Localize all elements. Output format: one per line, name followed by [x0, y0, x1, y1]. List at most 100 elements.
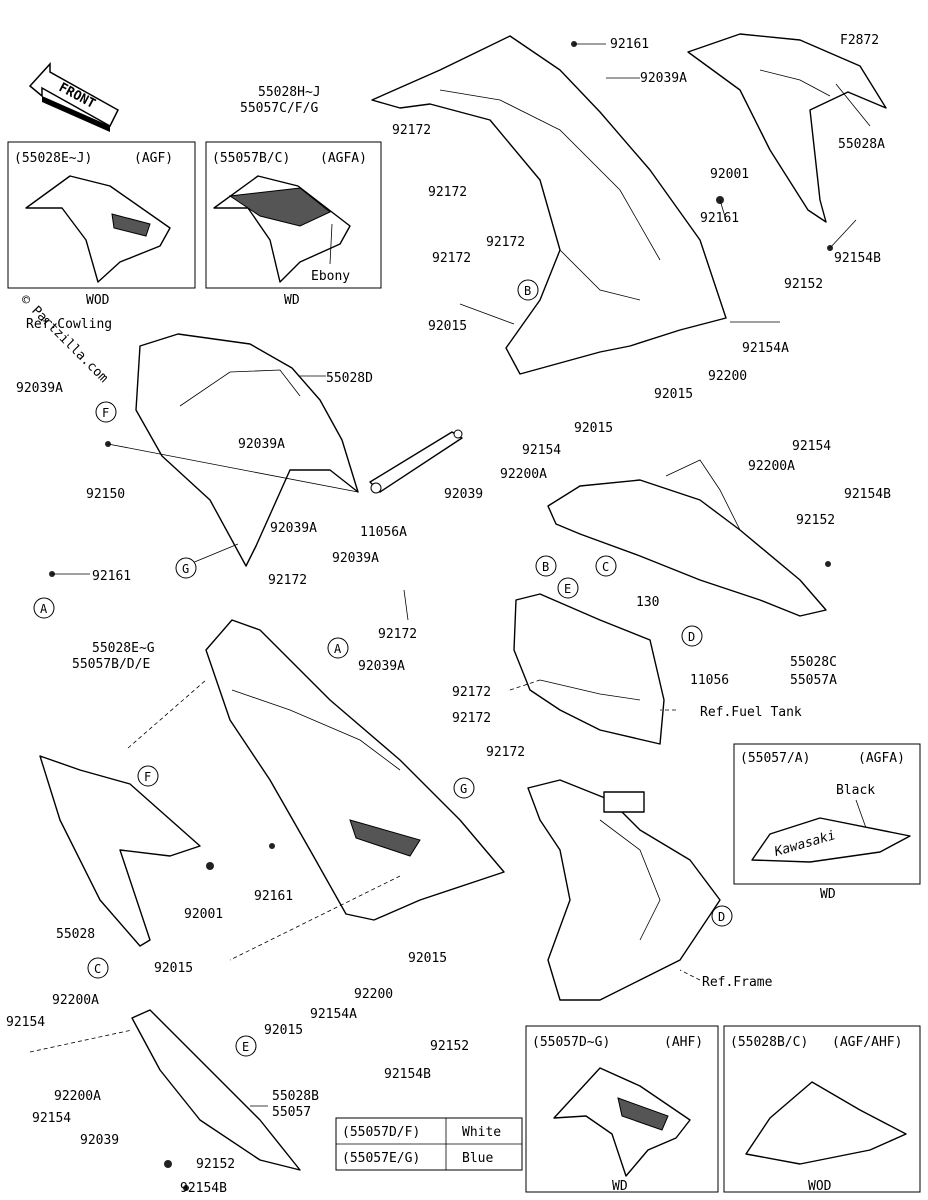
label-92172: 92172 — [392, 123, 431, 138]
inset-ahf-caption: WD — [612, 1179, 628, 1194]
label-92015: 92015 — [408, 951, 447, 966]
bracket-11056A — [369, 429, 463, 494]
callout-F2: F — [137, 765, 159, 787]
label-92172: 92172 — [268, 573, 307, 588]
label-92172: 92172 — [486, 745, 525, 760]
ref-fuel-tank: Ref.Fuel Tank — [700, 705, 802, 720]
callout-G1: G — [175, 557, 197, 579]
bolt-icon — [183, 1185, 189, 1191]
label-92015: 92015 — [574, 421, 613, 436]
label-92200A: 92200A — [748, 459, 795, 474]
label-92172: 92172 — [486, 235, 525, 250]
callout-C1: C — [595, 555, 617, 577]
svg-text:E: E — [242, 1040, 249, 1054]
label-92200: 92200 — [354, 987, 393, 1002]
lower-cowl-55028B — [131, 1009, 301, 1171]
label-55028EG: 55028E~G — [92, 641, 155, 656]
callout-E1: E — [557, 577, 579, 599]
svg-text:D: D — [718, 910, 725, 924]
label-92039A: 92039A — [16, 381, 63, 396]
inner-panel-55028D — [135, 333, 359, 567]
label-92200A: 92200A — [500, 467, 547, 482]
label-92154A: 92154A — [310, 1007, 357, 1022]
bolt-icon — [269, 843, 275, 849]
middle-fairing — [205, 619, 505, 921]
side-panel-55028 — [39, 755, 201, 947]
svg-text:F: F — [102, 406, 109, 420]
ref-cowling: Ref.Cowling — [26, 317, 112, 332]
inset-agfa2-code: (AGFA) — [858, 751, 905, 766]
svg-text:A: A — [334, 642, 342, 656]
label-92154B: 92154B — [384, 1067, 431, 1082]
inset-agfa-black: (55057/A) (AGFA) Black Kawasaki WD — [733, 743, 921, 902]
inset-agfa2-parts: (55057/A) — [740, 751, 810, 766]
label-55028C: 55028C — [790, 655, 837, 670]
label-92154: 92154 — [792, 439, 831, 454]
svg-text:B: B — [542, 560, 549, 574]
label-92154: 92154 — [522, 443, 561, 458]
label-92161: 92161 — [92, 569, 131, 584]
label-92172: 92172 — [452, 685, 491, 700]
label-92150: 92150 — [86, 487, 125, 502]
label-92039A: 92039A — [270, 521, 317, 536]
label-92039A: 92039A — [332, 551, 379, 566]
inset-ahf-code: (AHF) — [664, 1035, 703, 1050]
color-row-2-parts: (55057E/G) — [342, 1151, 420, 1166]
panel-55028A — [687, 33, 887, 223]
label-92154B: 92154B — [834, 251, 881, 266]
svg-text:C: C — [94, 962, 101, 976]
callout-C2: C — [87, 957, 109, 979]
label-92200A: 92200A — [52, 993, 99, 1008]
label-55028B: 55028B — [272, 1089, 319, 1104]
bolt-icon — [164, 1160, 172, 1168]
label-92172: 92172 — [452, 711, 491, 726]
inset-agf: (55028E~J) (AGF) WOD — [7, 141, 196, 308]
inset-agfahf-code: (AGF/AHF) — [832, 1035, 902, 1050]
label-92154: 92154 — [32, 1111, 71, 1126]
label-92200A: 92200A — [54, 1089, 101, 1104]
svg-text:G: G — [182, 562, 189, 576]
callout-F1: F — [95, 401, 117, 423]
ref-frame: Ref.Frame — [702, 975, 773, 990]
inset-agf-ahf: (55028B/C) (AGF/AHF) WOD — [723, 1025, 921, 1194]
label-92172: 92172 — [432, 251, 471, 266]
label-92200: 92200 — [708, 369, 747, 384]
color-row-2-color: Blue — [462, 1151, 493, 1166]
svg-text:B: B — [524, 284, 531, 298]
label-55057A: 55057A — [790, 673, 837, 688]
label-92152: 92152 — [430, 1039, 469, 1054]
label-92161: 92161 — [610, 37, 649, 52]
label-92039: 92039 — [444, 487, 483, 502]
label-92152: 92152 — [196, 1157, 235, 1172]
color-row-1-parts: (55057D/F) — [342, 1125, 420, 1140]
label-55028HJ: 55028H~J — [258, 85, 321, 100]
label-92154B: 92154B — [844, 487, 891, 502]
svg-text:A: A — [40, 602, 48, 616]
callout-D2: D — [711, 905, 733, 927]
inset-ahf-parts: (55057D~G) — [532, 1035, 610, 1050]
callout-G2: G — [453, 777, 475, 799]
inset-agf-caption: WOD — [86, 293, 110, 308]
bolt-icon — [206, 862, 214, 870]
callout-B2: B — [535, 555, 557, 577]
label-92154B: 92154B — [180, 1181, 227, 1196]
color-table: (55057D/F) White (55057E/G) Blue — [335, 1117, 523, 1171]
label-55028A: 55028A — [838, 137, 885, 152]
inset-agfa2-note: Black — [836, 783, 875, 798]
label-92039A: 92039A — [238, 437, 285, 452]
lower-cowl-55028C — [547, 459, 827, 617]
label-92015: 92015 — [154, 961, 193, 976]
inset-agfa-parts: (55057B/C) — [212, 151, 290, 166]
svg-text:D: D — [688, 630, 695, 644]
inset-agfa-caption: WD — [284, 293, 300, 308]
svg-text:F: F — [144, 770, 151, 784]
svg-text:G: G — [460, 782, 467, 796]
label-92154A: 92154A — [742, 341, 789, 356]
inset-agf-parts: (55028E~J) — [14, 151, 92, 166]
front-arrow-icon: FRONT — [28, 62, 119, 132]
inset-agfa: (55057B/C) (AGFA) Ebony WD — [205, 141, 382, 308]
svg-text:C: C — [602, 560, 609, 574]
inset-agfa-note: Ebony — [311, 269, 350, 284]
bolt-icon — [825, 561, 831, 567]
